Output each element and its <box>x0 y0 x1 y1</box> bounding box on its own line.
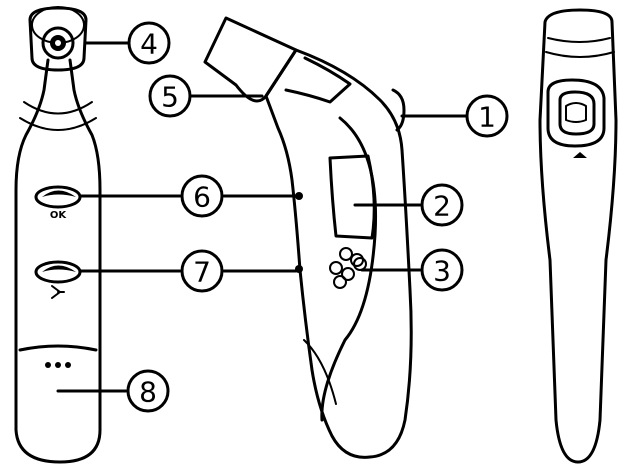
callout-6: 6 <box>180 174 224 218</box>
probe-sensor-center <box>55 40 61 46</box>
callout-8: 8 <box>126 369 170 413</box>
callout-8-circle <box>126 369 170 413</box>
back-trigger-inner <box>565 102 587 123</box>
callout-7-label: 7 <box>193 256 211 289</box>
callout-1-circle <box>465 94 509 138</box>
back-trigger-outer <box>546 78 606 148</box>
side-button-3[interactable] <box>329 261 343 275</box>
callout-4-label: 4 <box>140 28 158 61</box>
side-button-4[interactable] <box>341 267 355 281</box>
side-ok-point <box>295 192 303 200</box>
back-view <box>538 8 618 464</box>
display-screen <box>328 154 376 240</box>
callout-6-circle <box>180 174 224 218</box>
leader-lines <box>56 41 469 393</box>
callout-3-label: 3 <box>433 255 451 288</box>
callout-1-label: 1 <box>478 101 496 134</box>
side-body-outline <box>264 48 413 459</box>
side-neck-band <box>284 56 352 104</box>
callout-7: 7 <box>180 249 224 293</box>
back-top-line-1 <box>547 37 611 43</box>
back-top-line-2 <box>545 51 615 58</box>
battery-dot-3 <box>65 362 71 368</box>
probe-side <box>203 16 298 103</box>
side-button-1[interactable] <box>339 247 353 261</box>
ok-button[interactable] <box>34 185 82 209</box>
battery-cover-line <box>18 344 98 352</box>
probe-sensor-outer <box>41 26 75 60</box>
side-lower-detail <box>303 339 337 405</box>
callout-5-label: 5 <box>161 81 179 114</box>
side-button-5[interactable] <box>353 257 367 271</box>
back-trigger-button[interactable] <box>558 90 596 136</box>
callout-3-circle <box>420 248 464 292</box>
callout-2-label: 2 <box>433 190 451 223</box>
ok-button-shade <box>42 190 76 197</box>
callout-1: 1 <box>465 94 509 138</box>
callout-2-circle <box>420 183 464 227</box>
arrow-up-icon <box>573 152 587 158</box>
callout-6-label: 6 <box>193 181 211 214</box>
ok-label: OK <box>50 210 68 221</box>
side-button-2[interactable] <box>350 253 364 267</box>
mode-icon <box>51 285 65 299</box>
callout-4: 4 <box>127 21 171 65</box>
side-view <box>203 16 413 459</box>
callout-2: 2 <box>420 183 464 227</box>
battery-dot-2 <box>55 362 61 368</box>
front-collar-line-1 <box>23 101 93 115</box>
trigger-button[interactable] <box>391 88 406 132</box>
front-body-outline <box>14 58 102 464</box>
back-body-outline <box>538 8 618 464</box>
callout-5-circle <box>148 74 192 118</box>
callout-7-circle <box>180 249 224 293</box>
mode-button[interactable] <box>34 260 82 284</box>
battery-dot-1 <box>45 362 51 368</box>
mode-button-shade <box>42 265 76 272</box>
front-collar-line-2 <box>19 117 97 131</box>
callout-5: 5 <box>148 74 192 118</box>
callout-8-label: 8 <box>139 376 157 409</box>
callout-4-circle <box>127 21 171 65</box>
front-view: OK <box>14 6 102 464</box>
side-button-6[interactable] <box>333 275 347 289</box>
callout-3: 3 <box>420 248 464 292</box>
